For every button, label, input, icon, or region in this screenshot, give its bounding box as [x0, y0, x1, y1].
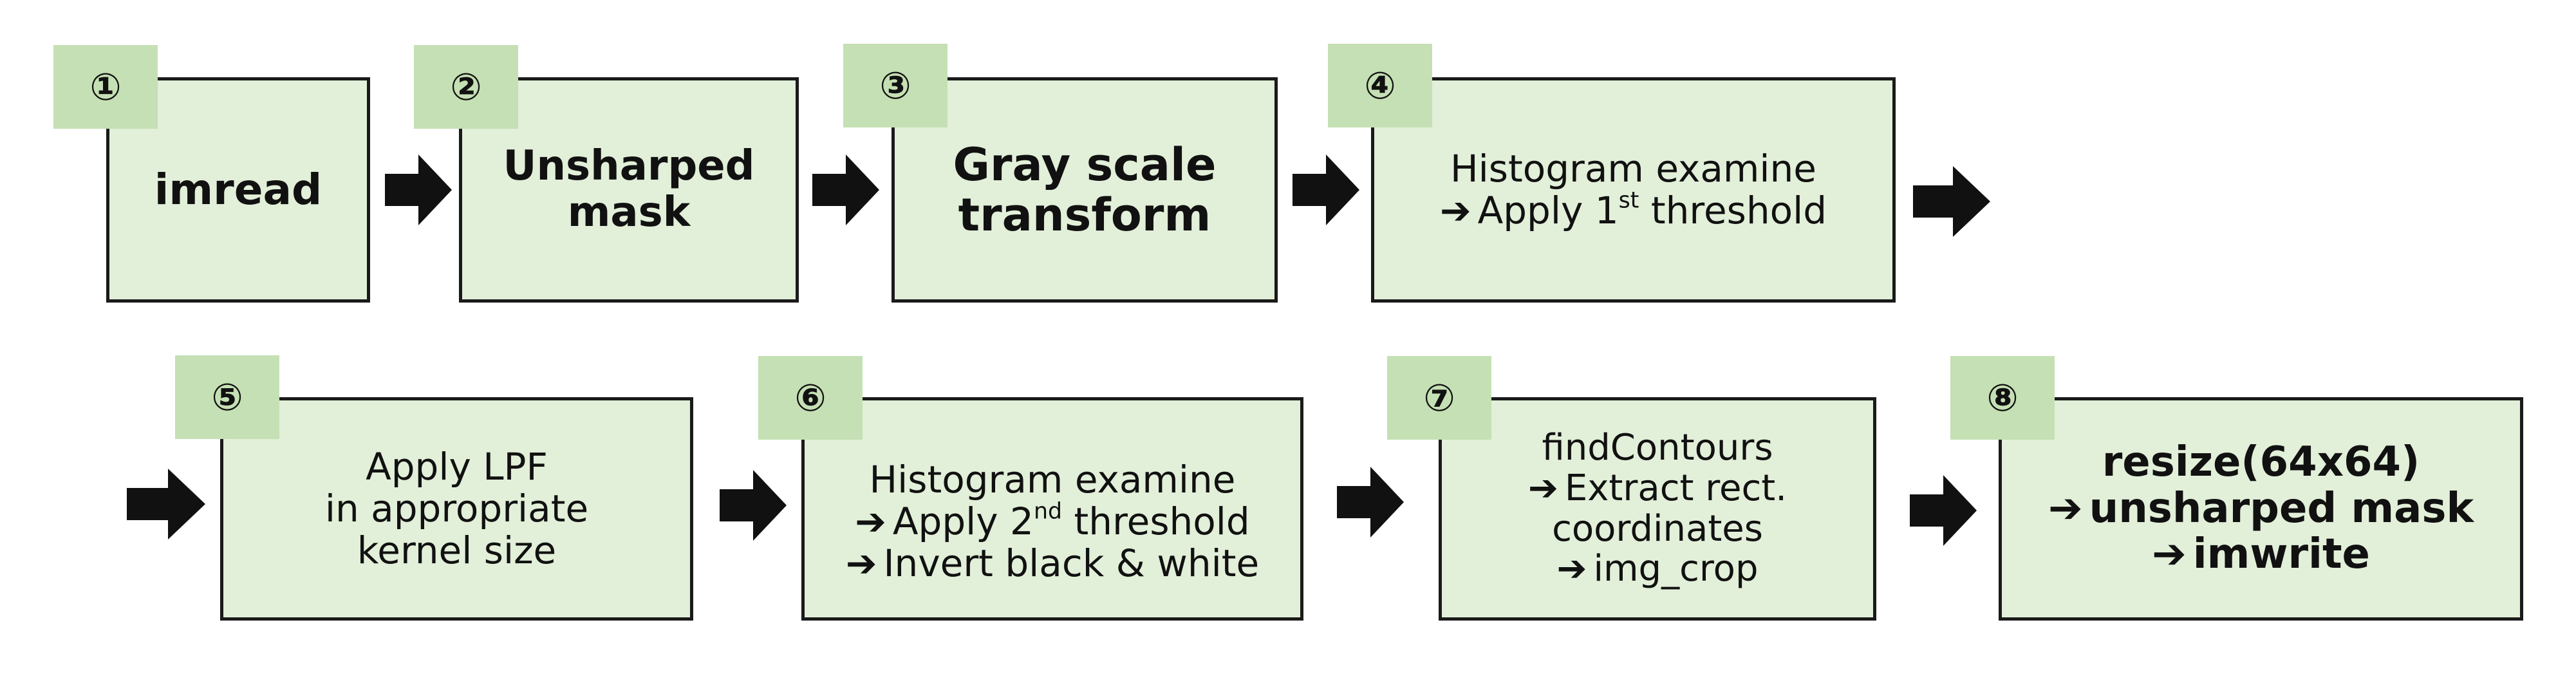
step-text-line: ➔Invert black & white — [845, 541, 1260, 585]
step-7-box: findContours➔Extract rect.coordinates➔im… — [1439, 397, 1876, 621]
right-arrow-icon: ➔ — [1527, 467, 1558, 509]
step-text-line: ➔Apply 2nd threshold — [855, 498, 1250, 544]
step-text-line: Apply LPF — [366, 445, 548, 489]
arrow-3-to-4-icon — [1293, 154, 1359, 225]
step-line-text: Extract rect. — [1564, 467, 1787, 509]
step-3-badge: ③ — [843, 44, 947, 127]
step-5-number: ⑤ — [211, 375, 243, 419]
step-text-line: Unsharped — [503, 142, 755, 191]
step-4-text: Histogram examine➔Apply 1st threshold — [1440, 148, 1827, 232]
ordinal-suffix: nd — [1033, 498, 1063, 525]
step-8-box: resize(64x64)➔unsharped mask➔imwrite — [1999, 397, 2523, 621]
step-text-line: findContours — [1542, 427, 1773, 469]
step-8-text: resize(64x64)➔unsharped mask➔imwrite — [2048, 438, 2474, 579]
step-line-text: imwrite — [2192, 530, 2370, 579]
step-text-line: kernel size — [357, 528, 557, 572]
step-text-line: ➔Extract rect. — [1527, 467, 1787, 509]
right-arrow-icon: ➔ — [1556, 548, 1587, 590]
step-6-text: Histogram examine➔Apply 2nd threshold➔In… — [846, 459, 1259, 585]
step-line-text: Invert black & white — [883, 541, 1260, 585]
step-text-line: ➔imwrite — [2152, 530, 2370, 579]
step-text-line: ➔img_crop — [1556, 548, 1759, 590]
step-2-badge: ② — [414, 45, 518, 129]
step-6-number: ⑥ — [794, 376, 826, 420]
arrow-7-to-8-icon — [1910, 475, 1977, 546]
step-4-badge: ④ — [1328, 44, 1432, 127]
step-text-line: Histogram examine — [1450, 147, 1816, 191]
step-line-text: Apply 1 — [1477, 189, 1619, 232]
step-line-text: unsharped mask — [2089, 484, 2474, 532]
step-7-badge: ⑦ — [1387, 356, 1491, 440]
step-text-line: Gray scale — [953, 138, 1217, 191]
step-3-number: ③ — [879, 64, 911, 108]
right-arrow-icon: ➔ — [2152, 530, 2187, 579]
step-6-box: Histogram examine➔Apply 2nd threshold➔In… — [801, 397, 1303, 621]
step-line-tail: threshold — [1062, 500, 1250, 544]
step-8-badge: ⑧ — [1950, 356, 2055, 440]
step-text-line: Histogram examine — [869, 458, 1236, 502]
arrow-into-5-icon — [127, 469, 205, 539]
step-2-number: ② — [450, 65, 482, 109]
step-text-line: imread — [154, 165, 322, 215]
arrow-6-to-7-icon — [1337, 467, 1404, 538]
step-line-tail: threshold — [1639, 189, 1827, 232]
step-text-line: coordinates — [1552, 507, 1763, 550]
ordinal-suffix: st — [1618, 187, 1639, 214]
right-arrow-icon: ➔ — [845, 541, 877, 585]
step-text-line: ➔unsharped mask — [2048, 484, 2474, 532]
arrow-2-to-3-icon — [812, 154, 879, 225]
step-1-text: imread — [154, 166, 322, 214]
step-1-number: ① — [89, 65, 122, 109]
step-1-box: imread — [106, 77, 370, 303]
step-5-badge: ⑤ — [175, 355, 279, 439]
step-8-number: ⑧ — [1986, 376, 2019, 420]
step-7-text: findContours➔Extract rect.coordinates➔im… — [1527, 427, 1787, 590]
step-text-line: resize(64x64) — [2102, 438, 2420, 486]
step-text-line: in appropriate — [324, 487, 589, 531]
step-1-badge: ① — [53, 45, 158, 129]
step-4-box: Histogram examine➔Apply 1st threshold — [1371, 77, 1896, 303]
right-arrow-icon: ➔ — [1439, 189, 1471, 232]
arrow-1-to-2-icon — [385, 154, 452, 225]
step-6-badge: ⑥ — [758, 356, 863, 440]
step-4-number: ④ — [1364, 64, 1396, 108]
step-text-line: ➔Apply 1st threshold — [1439, 187, 1827, 232]
right-arrow-icon: ➔ — [2048, 484, 2083, 532]
step-7-number: ⑦ — [1423, 376, 1455, 420]
step-line-text: Apply 2 — [892, 500, 1034, 544]
step-text-line: mask — [567, 189, 691, 236]
step-line-text: img_crop — [1593, 548, 1759, 590]
step-text-line: transform — [958, 189, 1211, 241]
right-arrow-icon: ➔ — [855, 500, 886, 544]
arrow-5-to-6-icon — [720, 470, 787, 541]
arrow-4-to-5-icon — [1913, 166, 1990, 237]
